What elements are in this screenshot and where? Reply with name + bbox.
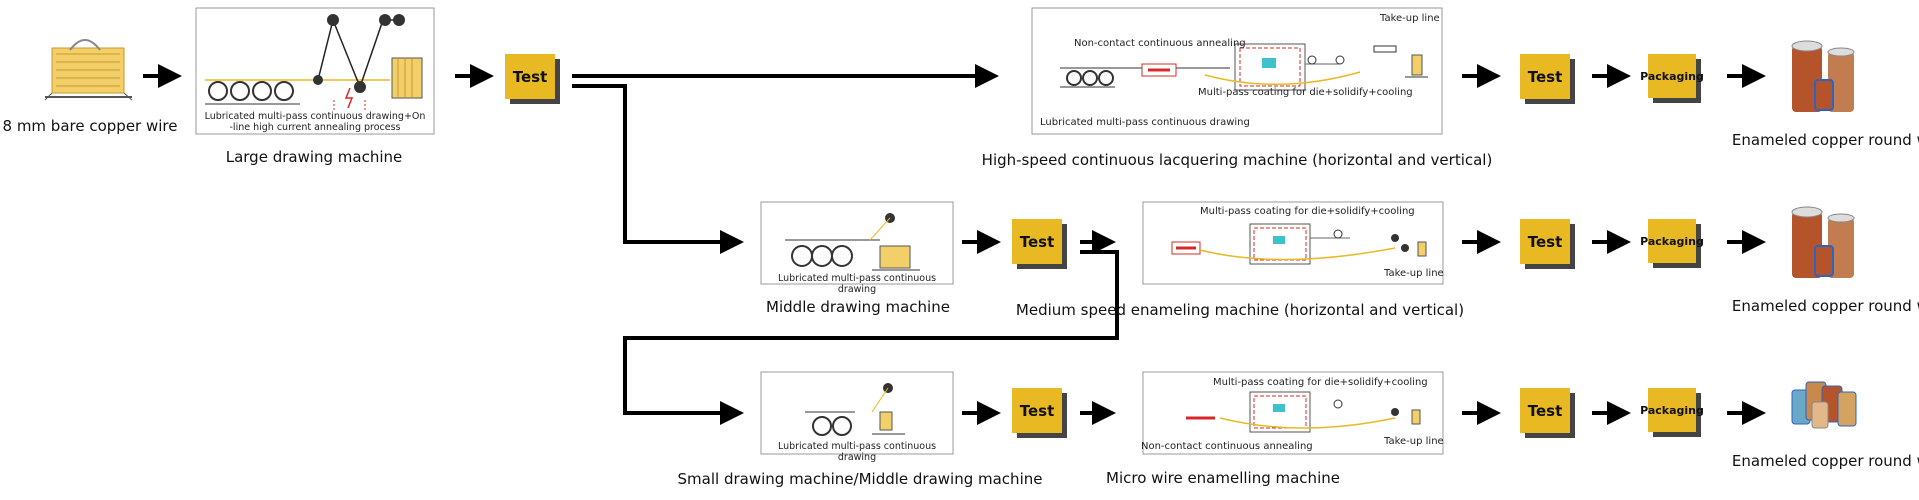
row1-drawing-label: Lubricated multi-pass continuous drawing (1040, 117, 1250, 128)
row2-output-label: Enameled copper round wire (1731, 297, 1919, 315)
large-drawing-machine-label: Large drawing machine (225, 148, 403, 166)
copper-spool-icon-row1 (1791, 40, 1855, 112)
row1-coating-label: Multi-pass coating for die+solidify+cool… (1198, 87, 1413, 98)
flow-arrows (143, 64, 1766, 425)
row3-drawing-caption: Lubricated multi-pass continuous drawing (777, 441, 937, 463)
row3-output-label: Enameled copper round wire (1731, 452, 1919, 470)
row1-output-label: Enameled copper round wire (1731, 131, 1919, 149)
source-label: 8 mm bare copper wire (2, 117, 178, 135)
copper-spool-icon-row2 (1791, 206, 1855, 278)
large-drawing-machine-graphic (195, 7, 435, 135)
test-step-main: Test (505, 54, 555, 99)
row2-coating-label: Multi-pass coating for die+solidify+cool… (1200, 206, 1415, 217)
middle-drawing-machine-graphic (760, 201, 954, 285)
row2-drawing-test-step: Test (1012, 219, 1062, 264)
row3-packaging-step: Packaging (1640, 388, 1704, 432)
medium-speed-enameling-machine-graphic (1142, 201, 1444, 285)
row1-test-step: Test (1520, 54, 1570, 99)
row1-annealing-label: Non-contact continuous annealing (1074, 38, 1246, 49)
row3-drawing-label: Small drawing machine/Middle drawing mac… (677, 470, 1043, 488)
row1-takeup-label: Take-up line (1380, 13, 1440, 24)
large-drawing-machine-caption: Lubricated multi-pass continuous drawing… (204, 111, 426, 133)
copper-spool-icon-row3 (1791, 381, 1857, 429)
row3-machine-label: Micro wire enamelling machine (1106, 469, 1340, 487)
micro-wire-enamelling-machine-graphic (1142, 371, 1444, 455)
row1-machine-label: High-speed continuous lacquering machine… (981, 151, 1493, 169)
row3-test-step: Test (1520, 388, 1570, 433)
arrow-branch-to-row2 (572, 84, 744, 254)
row2-drawing-caption: Lubricated multi-pass continuous drawing (777, 273, 937, 295)
row3-drawing-test-step: Test (1012, 388, 1062, 433)
row3-coating-label: Multi-pass coating for die+solidify+cool… (1213, 377, 1428, 388)
row2-machine-label: Medium speed enameling machine (horizont… (1015, 301, 1465, 319)
copper-coil-icon (44, 39, 133, 101)
row2-takeup-label: Take-up line (1384, 268, 1444, 279)
row2-test-step: Test (1520, 219, 1570, 264)
row2-drawing-label: Middle drawing machine (766, 298, 950, 316)
row2-packaging-step: Packaging (1640, 219, 1704, 263)
row1-packaging-step: Packaging (1640, 54, 1704, 98)
row3-takeup-label: Take-up line (1384, 436, 1444, 447)
arrow-branch-to-row3 (623, 250, 1119, 425)
row3-annealing-label: Non-contact continuous annealing (1141, 441, 1313, 452)
small-drawing-machine-graphic (760, 371, 954, 455)
high-speed-lacquering-machine-graphic (1031, 7, 1443, 135)
